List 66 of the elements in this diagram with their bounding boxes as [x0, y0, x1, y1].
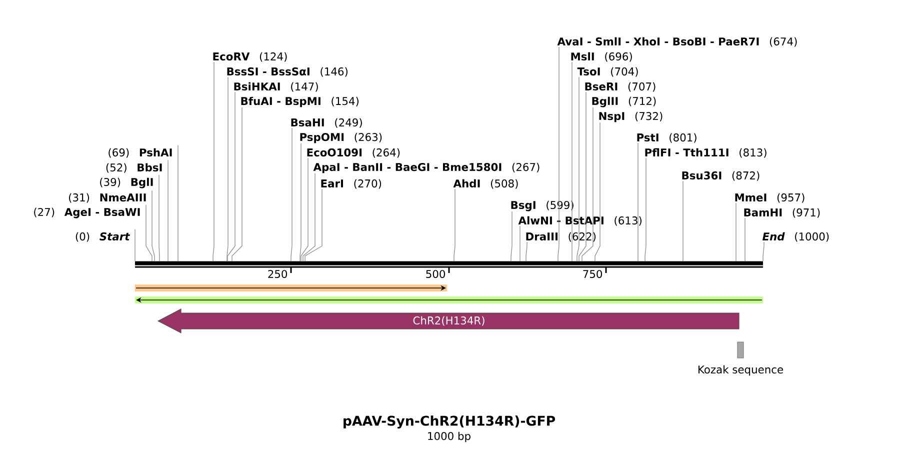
site-label: ApaI - BanII - BaeGI - Bme1580I (267): [313, 162, 540, 174]
site-label: EcoRV (124): [213, 52, 287, 62]
site-label: (39) BglI: [100, 178, 153, 188]
leader-line: [454, 188, 456, 262]
tick-label: 750: [583, 270, 602, 278]
site-label: BamHI (971): [744, 208, 820, 218]
leader-line: [526, 242, 528, 262]
tick-label: 250: [268, 270, 288, 278]
site-label: (52) BbsI: [106, 163, 162, 173]
leader-line: [762, 242, 764, 262]
leader-line: [232, 107, 242, 262]
site-label: PspOMI (263): [300, 132, 382, 144]
leader-line: [300, 158, 308, 262]
leader-line: [226, 76, 228, 262]
site-label: BglII (712): [592, 96, 656, 108]
site-label: End (1000): [762, 232, 829, 242]
leader-line: [304, 188, 322, 262]
sequence-length: 1000 bp: [428, 432, 470, 442]
site-label: (31) NmeAIII: [69, 193, 146, 203]
site-label: MmeI (957): [735, 193, 804, 203]
site-label: (69) PshAI: [108, 148, 172, 158]
gene-feature: ChR2(H134R): [157, 308, 740, 334]
leader-line: [134, 228, 136, 262]
site-label: DraIII (622): [526, 232, 596, 242]
site-label: AlwNI - BstAPI (613): [518, 216, 642, 226]
site-label: BsiHKAI (147): [234, 82, 318, 92]
site-label: (0) Start: [76, 232, 130, 242]
leader-line: [227, 92, 236, 262]
tick-label: 500: [426, 270, 446, 278]
leader-line: [158, 174, 160, 262]
feature-track: [135, 296, 763, 304]
site-label: AhdI (508): [453, 179, 518, 189]
leader-line: [578, 92, 586, 262]
site-label: EcoO109I (264): [307, 148, 400, 158]
leader-line: [594, 122, 600, 262]
feature-track: [135, 284, 447, 292]
site-label: Bsu36I (872): [682, 171, 760, 181]
leader-line: [644, 158, 646, 262]
map-title: pAAV-Syn-ChR2(H134R)-GFP: [344, 415, 556, 428]
feature-label: Kozak sequence: [698, 365, 783, 376]
leader-line: [146, 204, 152, 262]
site-label: BseRI (707): [585, 82, 656, 92]
site-label: (27) AgeI - BsaWI: [34, 208, 140, 218]
site-label: TsoI (704): [577, 67, 638, 77]
site-label: BsgI (599): [511, 200, 574, 212]
site-label: AvaI - SmlI - XhoI - BsoBI - PaeR7I (674): [557, 37, 797, 47]
leader-line: [682, 180, 684, 262]
leader-line: [152, 190, 155, 262]
leader-line: [744, 218, 746, 262]
site-label: NspI (732): [599, 112, 662, 122]
site-label: EarI (270): [321, 179, 382, 189]
leader-line: [300, 143, 302, 262]
site-label: BfuAI - BspMI (154): [241, 96, 358, 108]
leader-line: [290, 128, 292, 262]
leader-line: [582, 107, 594, 262]
site-label: MslI (696): [571, 52, 632, 62]
leader-line: [510, 211, 512, 262]
site-label: BssSI - BssSαI (146): [227, 67, 348, 77]
leader-line: [576, 76, 580, 262]
site-label: BsaHI (249): [291, 118, 362, 128]
site-label: PflFI - Tth111I (813): [645, 148, 766, 158]
feature-box: [737, 342, 744, 358]
site-label: PstI (801): [637, 133, 696, 143]
leader-line: [302, 173, 316, 262]
leader-line: [558, 46, 560, 262]
leader-line: [212, 62, 214, 262]
